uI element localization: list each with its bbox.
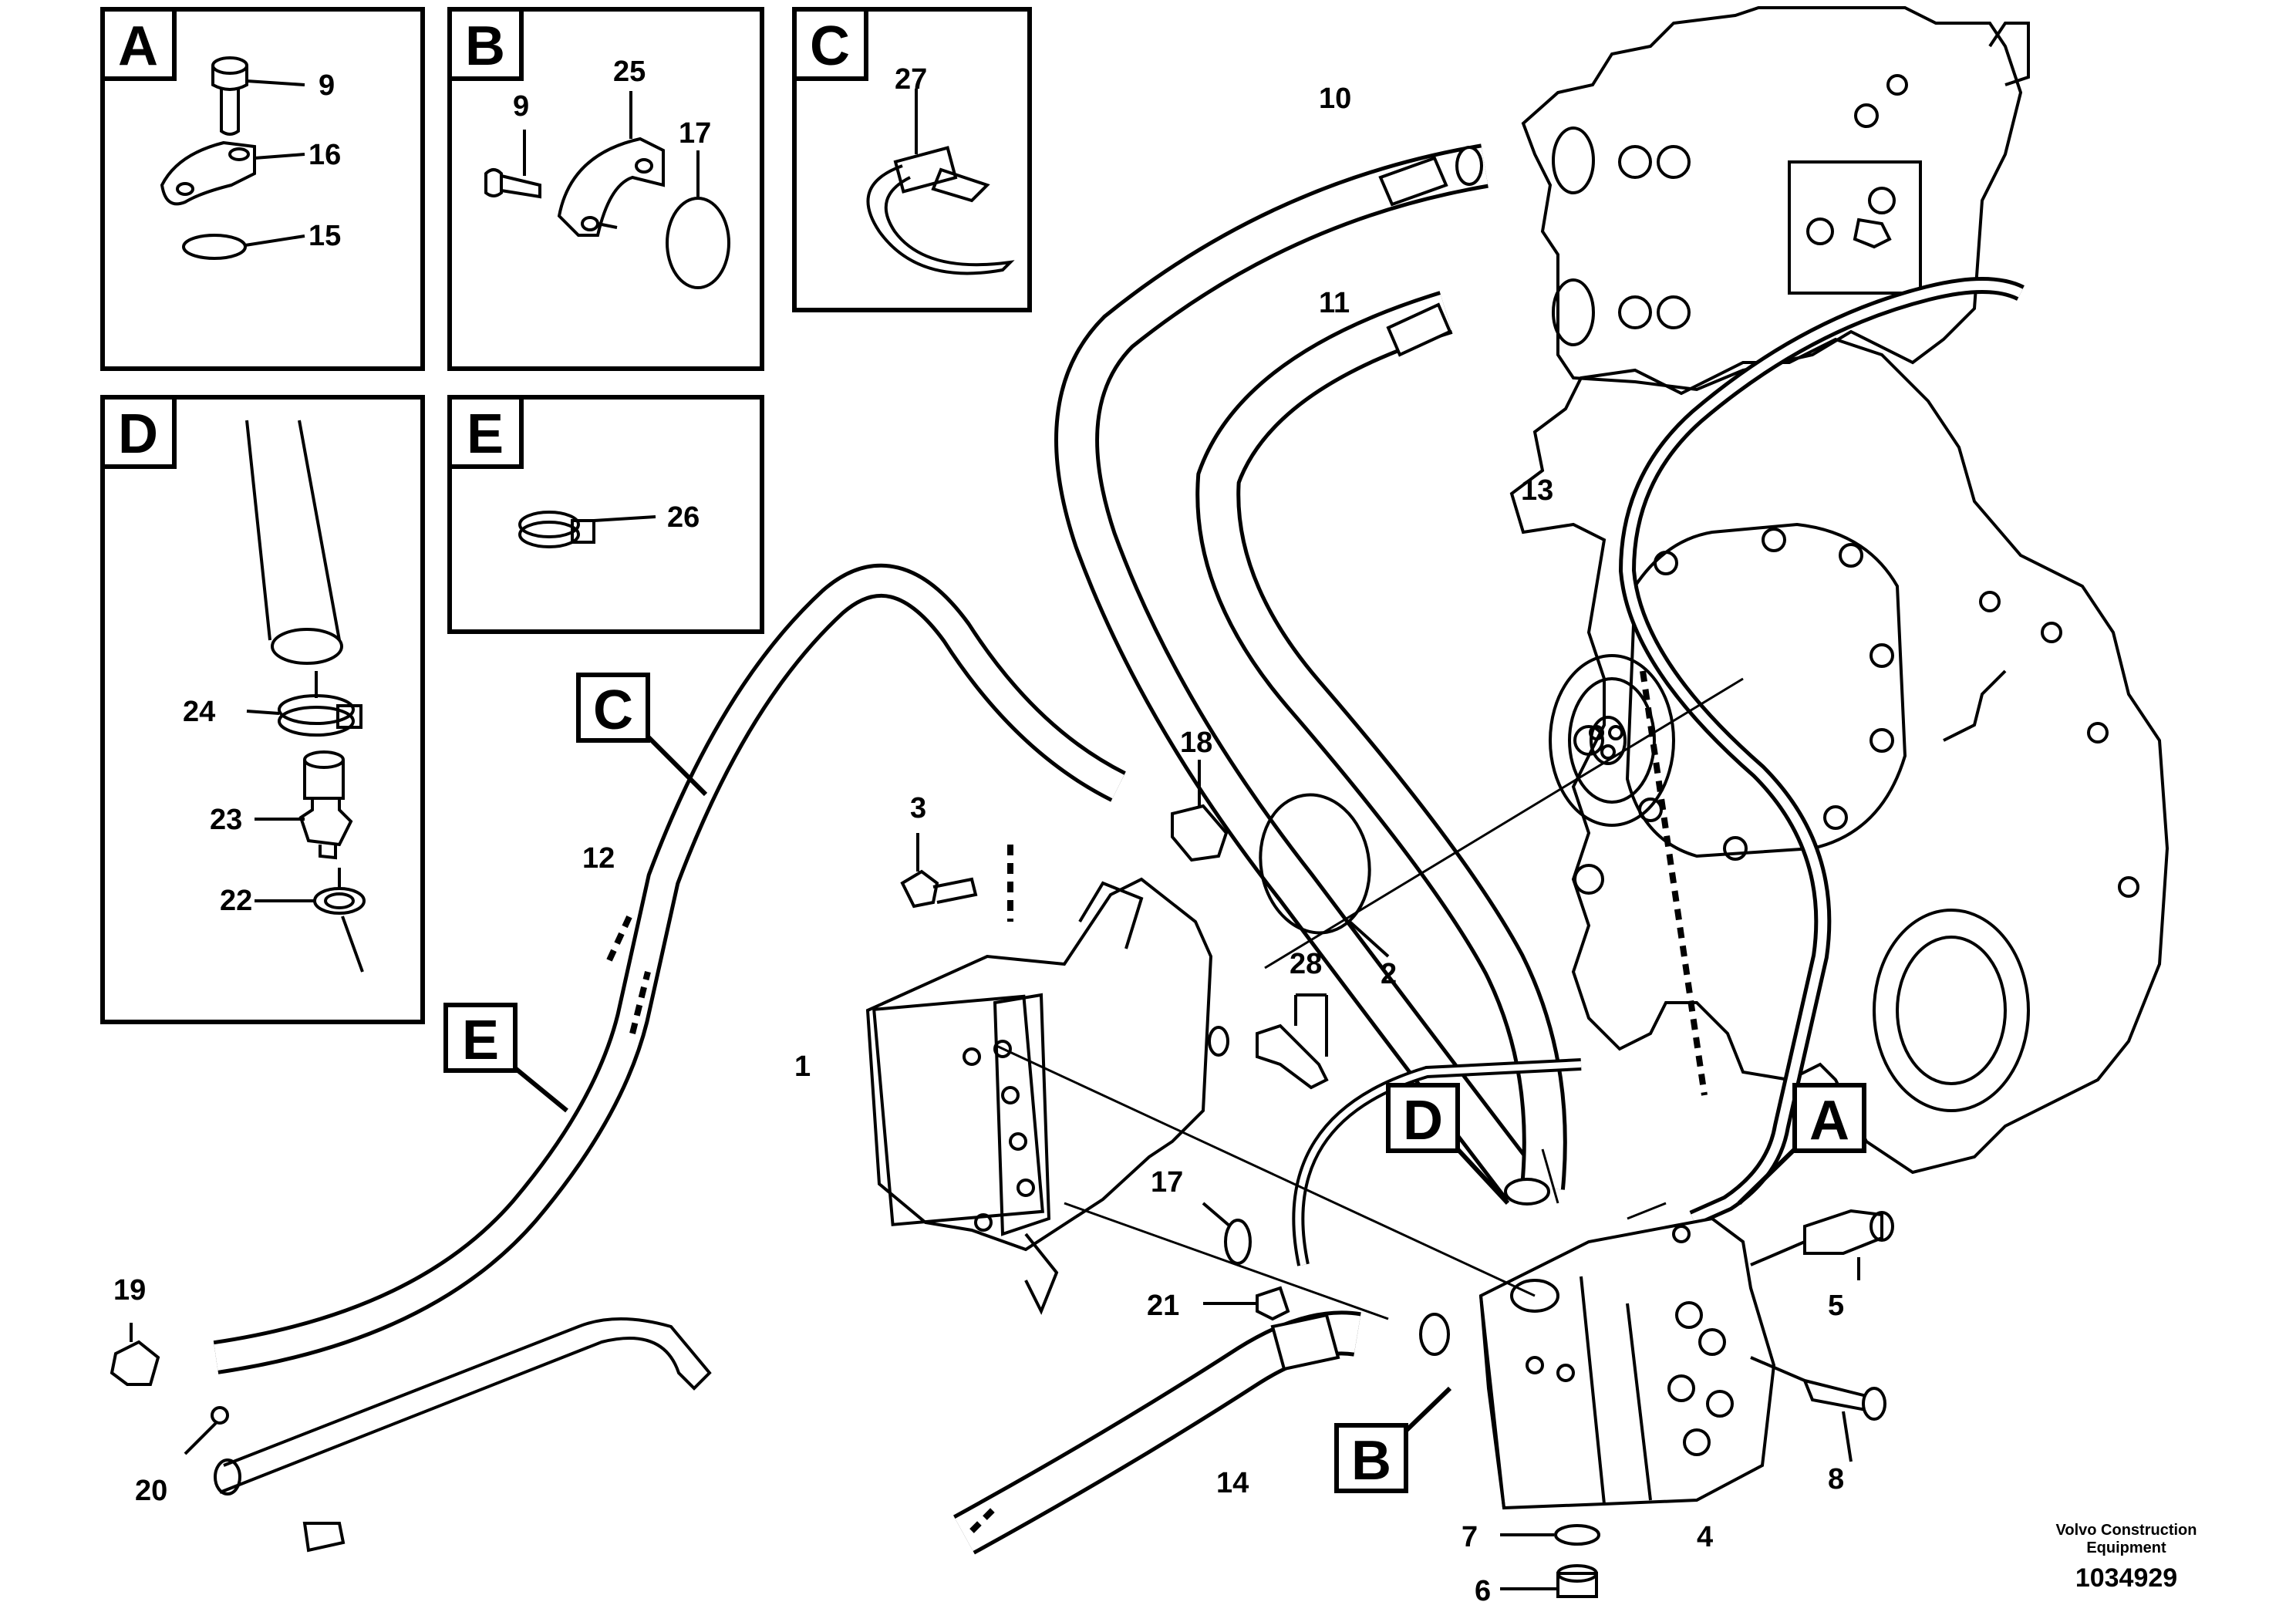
part-label: 24 (183, 696, 215, 728)
o-ring-17 (1202, 1202, 1252, 1265)
footer-credit-line-1: Volvo Construction (2056, 1522, 2197, 1539)
o-ring-2 (1259, 793, 1390, 958)
inset-box-b-letter: B (465, 15, 505, 77)
fuel-rail-drawing (110, 1317, 712, 1553)
callout-flag-e-letter: E (462, 1010, 499, 1071)
o-ring-drawing (182, 234, 305, 260)
part-label: 14 (1216, 1467, 1249, 1499)
hose-small (1292, 1058, 1582, 1266)
inset-box-b: B (447, 7, 764, 371)
hose-clamp-drawing (518, 511, 656, 548)
callout-flag-c-letter: C (593, 679, 633, 741)
washer-7 (1500, 1524, 1600, 1546)
callout-flag-b: B (1334, 1386, 1452, 1493)
bolt-drawing (211, 56, 305, 136)
part-label: 27 (895, 63, 927, 96)
part-label: 22 (220, 885, 252, 917)
fitting-18 (1171, 760, 1229, 862)
part-label: 8 (1828, 1463, 1844, 1496)
part-label: 26 (667, 501, 700, 534)
callout-flag-a-letter: A (1809, 1090, 1849, 1152)
part-label: 11 (1319, 287, 1350, 319)
callout-flag-e: E (443, 1003, 568, 1113)
footer: Volvo Construction Equipment 1034929 (2056, 1522, 2197, 1593)
part-label: 9 (319, 69, 335, 102)
part-label: 16 (308, 139, 341, 171)
part-label: 20 (135, 1475, 167, 1507)
part-label: 6 (1475, 1575, 1491, 1607)
valve-housing-1 (865, 877, 1213, 1315)
inset-box-a-letter: A (118, 15, 158, 77)
part-label: 5 (1828, 1290, 1844, 1322)
hose-end-drawing (245, 420, 343, 665)
pump-drive-drawing (1549, 654, 1675, 827)
half-clamp-drawing (557, 91, 665, 237)
washer-drawing (255, 868, 366, 973)
part-label: 3 (910, 792, 926, 824)
bolt-drawing (484, 130, 541, 199)
hose-clamp-drawing (246, 671, 362, 737)
inset-box-e: E (447, 395, 764, 634)
part-label: 21 (1147, 1290, 1179, 1322)
callout-flag-d: D (1386, 1083, 1510, 1206)
hose-14 (953, 1310, 1450, 1555)
inset-box-e-letter: E (467, 403, 504, 465)
part-label: 7 (1462, 1521, 1478, 1553)
part-label: 19 (113, 1274, 146, 1307)
part-labels: 9 16 15 9 25 17 27 24 23 22 26 10 11 13 … (113, 56, 1844, 1607)
part-label: 28 (1290, 948, 1322, 980)
leader-lines (994, 677, 1744, 1320)
part-label: 25 (613, 56, 646, 88)
valve-block-4 (1478, 1216, 1776, 1510)
hose-10 (1054, 143, 1542, 1202)
callout-flag-d-letter: D (1403, 1090, 1443, 1152)
drawing-number: 1034929 (2075, 1563, 2177, 1593)
plug-6 (1500, 1564, 1598, 1598)
hose-nipple-drawing (255, 750, 353, 860)
control-valve-drawing (1521, 6, 2030, 392)
plug-5 (1750, 1209, 1894, 1280)
part-label: 12 (582, 842, 615, 875)
dashed-relation-lines (606, 670, 1708, 1533)
cable-tie-drawing (866, 89, 1015, 275)
part-label: 17 (1151, 1166, 1183, 1199)
callout-flag-b-letter: B (1351, 1430, 1391, 1492)
part-label: 13 (1521, 474, 1553, 507)
part-label: 4 (1697, 1521, 1713, 1553)
part-label: 17 (679, 117, 711, 150)
fitting-28 (1208, 993, 1329, 1090)
bolt-8 (1750, 1356, 1886, 1462)
half-clamp-drawing (160, 140, 305, 206)
part-label: 18 (1180, 727, 1212, 759)
hose-11 (1195, 291, 1567, 1206)
inset-box-c-letter: C (810, 15, 850, 77)
hose-13 (1618, 277, 2025, 1227)
callout-flag-c: C (576, 673, 708, 797)
part-label: 15 (308, 220, 341, 252)
o-ring-drawing (666, 150, 730, 289)
footer-credit-line-2: Equipment (2086, 1539, 2166, 1556)
part-label: 23 (210, 804, 242, 836)
part-label: 1 (794, 1050, 811, 1083)
elbow-21 (1203, 1286, 1290, 1321)
part-label: 2 (1381, 958, 1397, 990)
inset-box-d-letter: D (118, 403, 158, 465)
inset-box-d: D (100, 395, 425, 1024)
bolt-3 (900, 833, 978, 909)
part-label: 9 (513, 90, 529, 123)
transmission-housing-drawing (1509, 337, 2170, 1175)
inset-box-c: C (792, 7, 1032, 312)
callout-flag-a: A (1737, 1083, 1866, 1206)
part-label: 10 (1319, 83, 1351, 115)
hose-12 (213, 563, 1126, 1374)
inset-box-a: A (100, 7, 425, 371)
